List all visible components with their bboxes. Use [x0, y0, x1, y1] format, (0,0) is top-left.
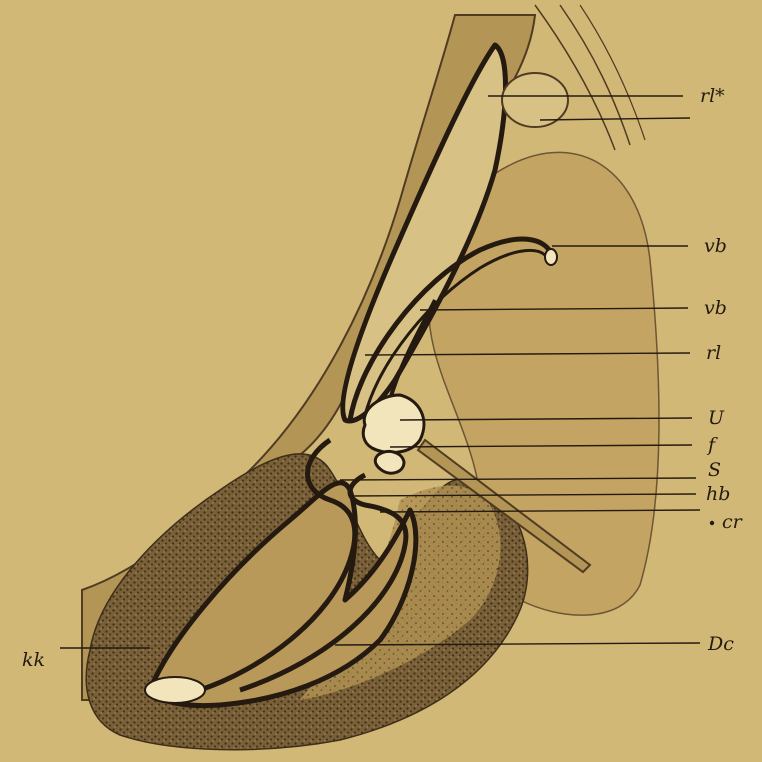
label-U: U [708, 407, 725, 429]
rl-star-ellipse [502, 73, 568, 127]
label-vb-lower: vb [704, 297, 727, 319]
utricle [363, 395, 424, 453]
label-hb: hb [706, 483, 730, 505]
label-S: S [708, 459, 721, 481]
kk-oval [145, 677, 205, 703]
label-cr: cr [722, 511, 744, 533]
label-Dc: Dc [707, 633, 734, 655]
label-rl: rl [706, 342, 721, 364]
label-kk: kk [22, 649, 45, 671]
label-rl-star: rl* [700, 85, 725, 107]
label-vb-upper: vb [704, 235, 727, 257]
saccule [375, 451, 404, 473]
cr-bullet [710, 521, 714, 525]
canal-ampulla [545, 249, 557, 265]
